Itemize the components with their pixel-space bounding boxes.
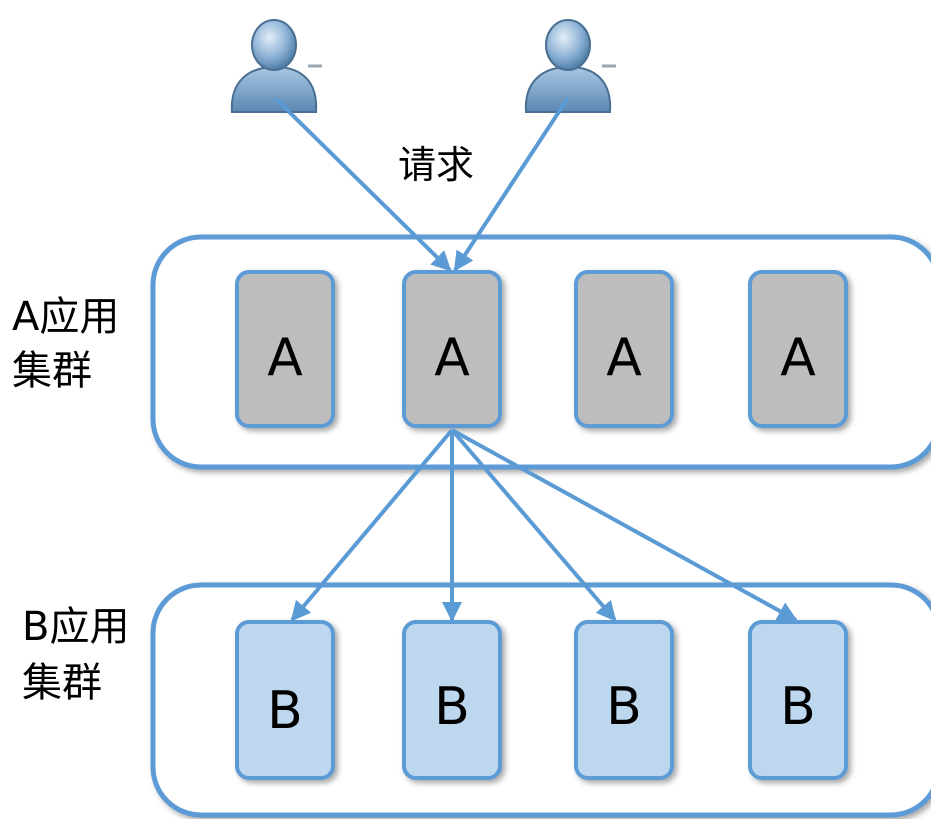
node-b-label: B <box>434 677 470 737</box>
node-b-label: B <box>267 681 303 741</box>
cluster-b-node: B <box>574 620 674 780</box>
node-a-label: A <box>434 328 470 388</box>
request-arrow-right <box>453 96 570 272</box>
cluster-a-label-line2: 集群 <box>12 348 92 394</box>
cluster-a-container <box>150 234 931 470</box>
cluster-b-node: B <box>748 620 848 780</box>
cluster-b-container <box>150 582 931 818</box>
user-icon <box>524 19 616 113</box>
cluster-a-node: A <box>402 270 502 428</box>
cluster-a-node: A <box>748 270 848 428</box>
node-b-label: B <box>780 677 816 737</box>
cluster-b-node: B <box>235 620 335 780</box>
node-a-label: A <box>606 328 642 388</box>
cluster-a-label-line1: A应用 <box>12 294 119 340</box>
cluster-b-node: B <box>402 620 502 780</box>
cluster-a-node: A <box>235 270 335 428</box>
request-label: 请求 <box>398 143 474 187</box>
call-arrow-b1 <box>290 428 454 622</box>
cluster-b-label-line1: B应用 <box>22 604 129 650</box>
node-b-label: B <box>606 677 642 737</box>
call-arrow-b3 <box>450 428 617 622</box>
node-a-label: A <box>267 328 303 388</box>
node-a-label: A <box>780 328 816 388</box>
cluster-b-label-line2: 集群 <box>22 660 102 706</box>
cluster-a-node: A <box>574 270 674 428</box>
request-arrow-left <box>273 96 452 272</box>
user-icon <box>230 19 322 113</box>
call-arrow-b4 <box>451 428 798 622</box>
